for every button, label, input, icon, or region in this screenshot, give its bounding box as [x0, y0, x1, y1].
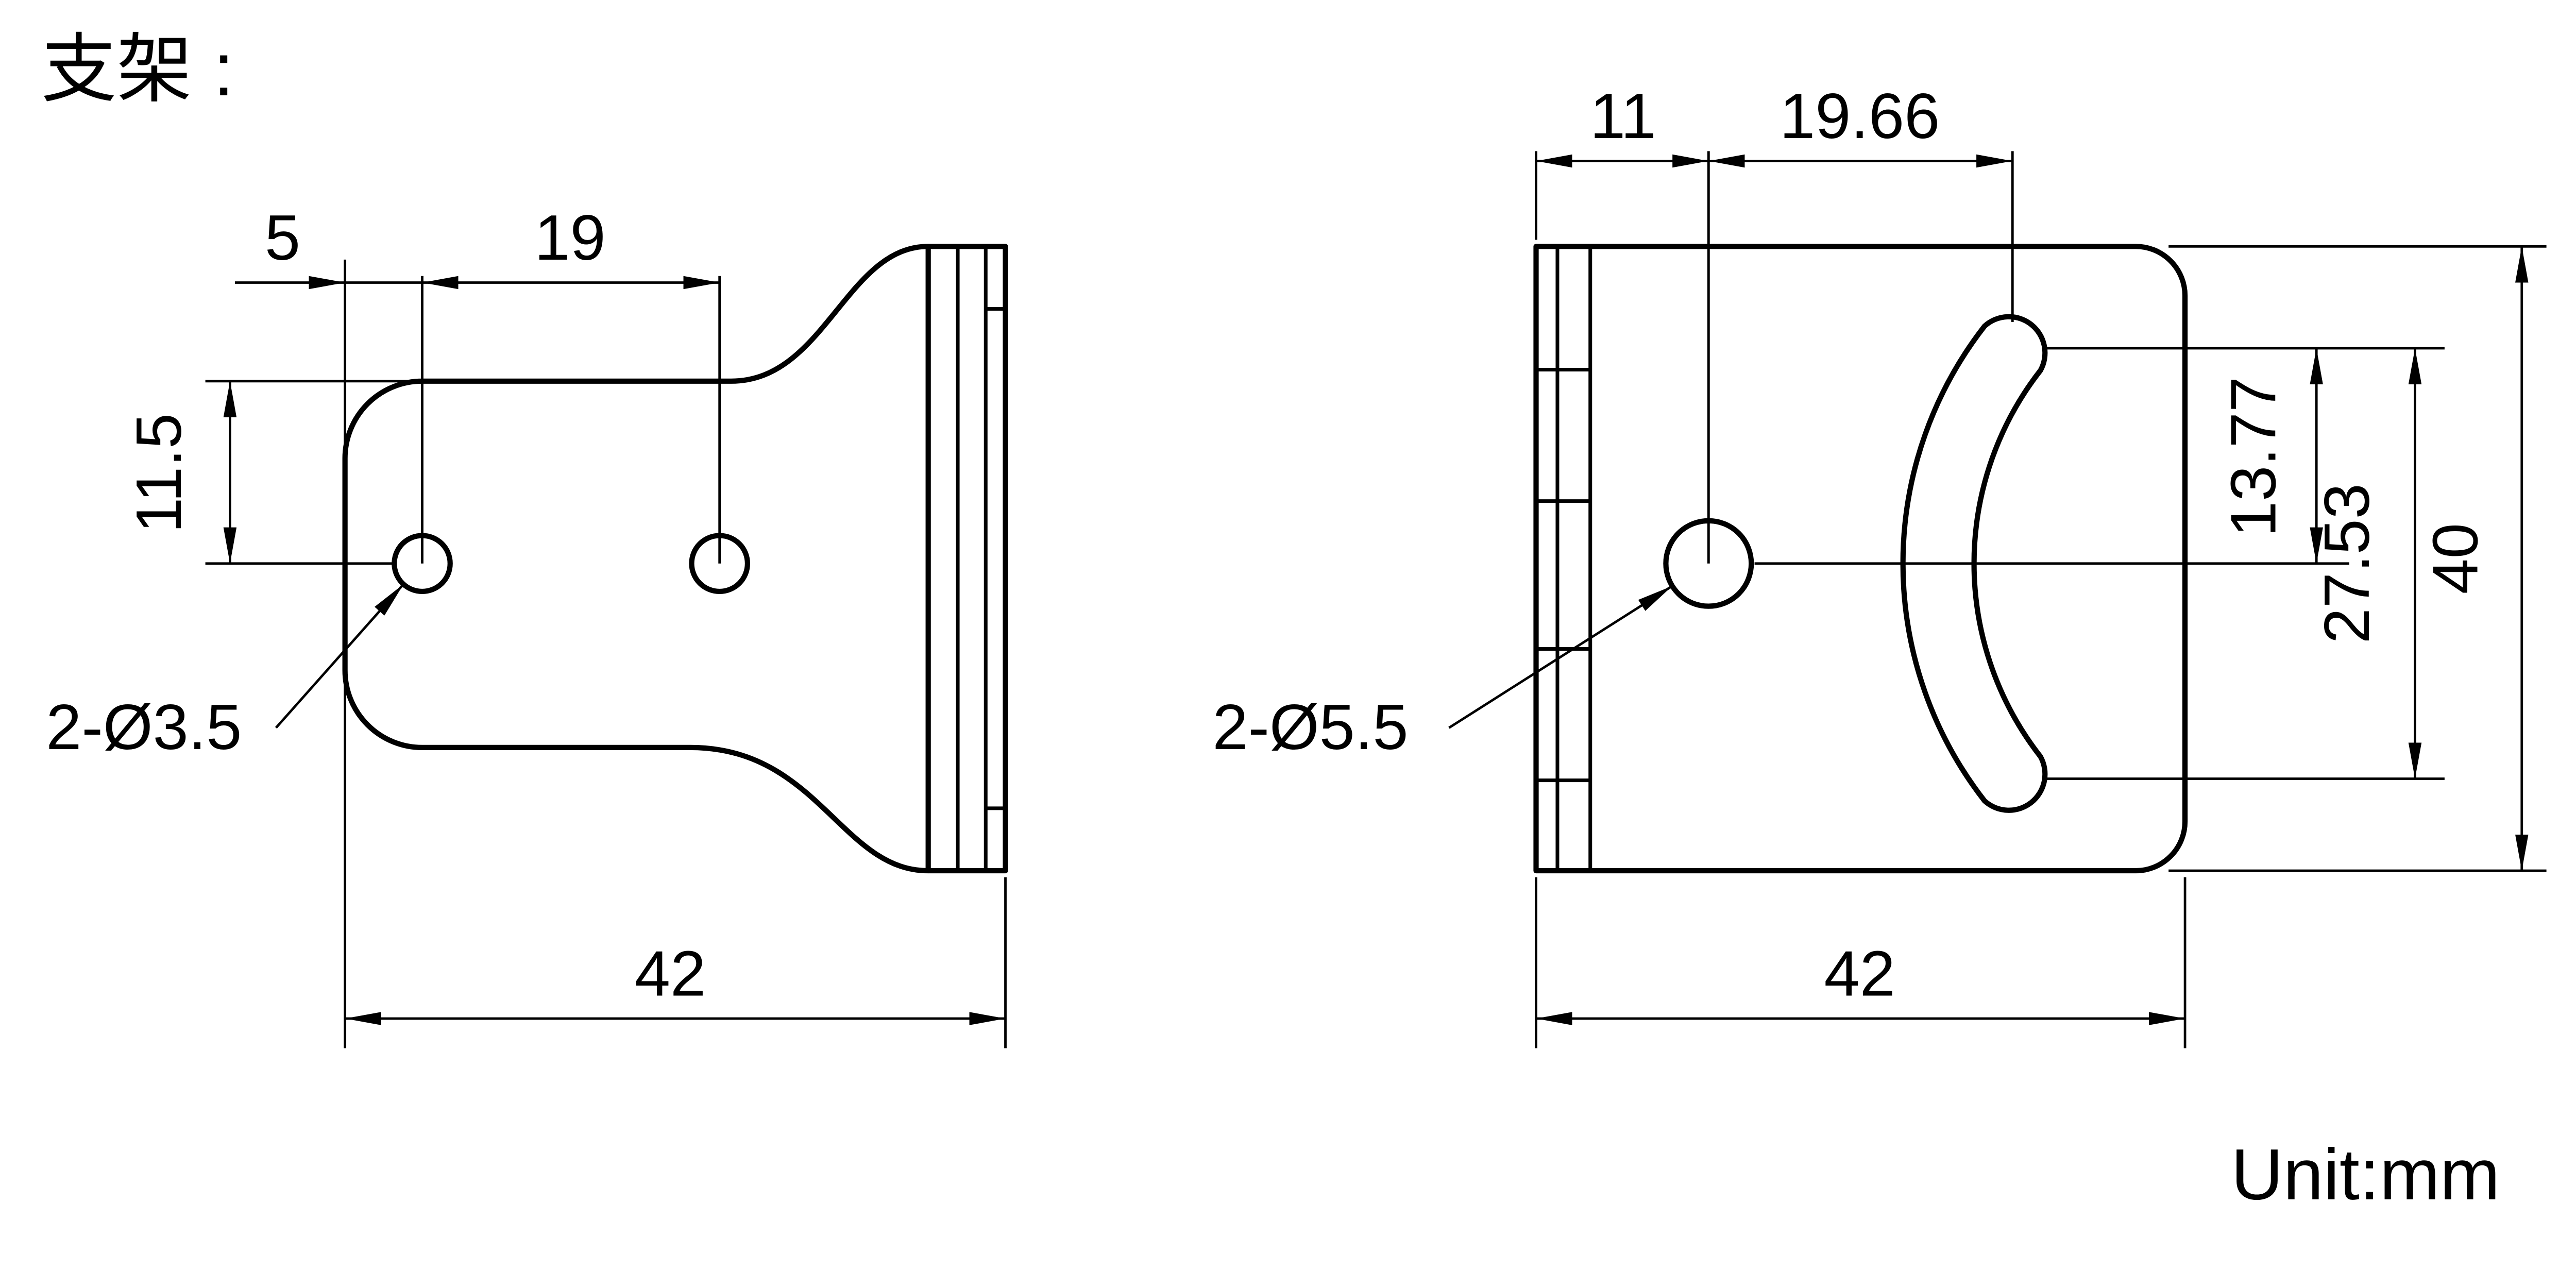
dim-label-42-right: 42 — [1824, 938, 1895, 1009]
dim-label-42-left: 42 — [635, 938, 706, 1009]
side-view: 5 19 11.5 42 2-Ø3.5 — [46, 202, 1008, 1048]
drawing-title: 支架 : — [41, 27, 234, 112]
side-view-dimension-lines — [223, 276, 1006, 1025]
dim-label-13-77: 13.77 — [2217, 377, 2289, 537]
front-view-dimension-lines — [1448, 154, 2529, 1025]
hole-callout-left: 2-Ø3.5 — [46, 691, 242, 763]
dim-label-11: 11 — [1590, 80, 1656, 152]
front-view: 11 19.66 13.77 27.53 40 42 2-Ø5.5 — [1212, 80, 2547, 1048]
dim-label-27-53: 27.53 — [2311, 483, 2383, 643]
dim-label-19: 19 — [534, 202, 605, 274]
dim-label-40: 40 — [2420, 523, 2492, 594]
side-view-outline — [342, 244, 931, 874]
unit-label: Unit:mm — [2231, 1134, 2500, 1215]
dim-label-19-66: 19.66 — [1780, 80, 1940, 152]
front-view-flange-lines — [1536, 246, 1592, 871]
front-view-arc-slot — [1900, 314, 2048, 813]
side-view-plate-lines — [956, 246, 1006, 871]
dim-label-11-5: 11.5 — [123, 413, 195, 533]
hole-callout-right: 2-Ø5.5 — [1212, 691, 1408, 763]
front-view-outline — [1533, 244, 2188, 874]
dim-label-5: 5 — [265, 202, 300, 274]
side-view-plate — [925, 244, 1008, 874]
side-view-extension-lines — [205, 259, 1007, 1048]
